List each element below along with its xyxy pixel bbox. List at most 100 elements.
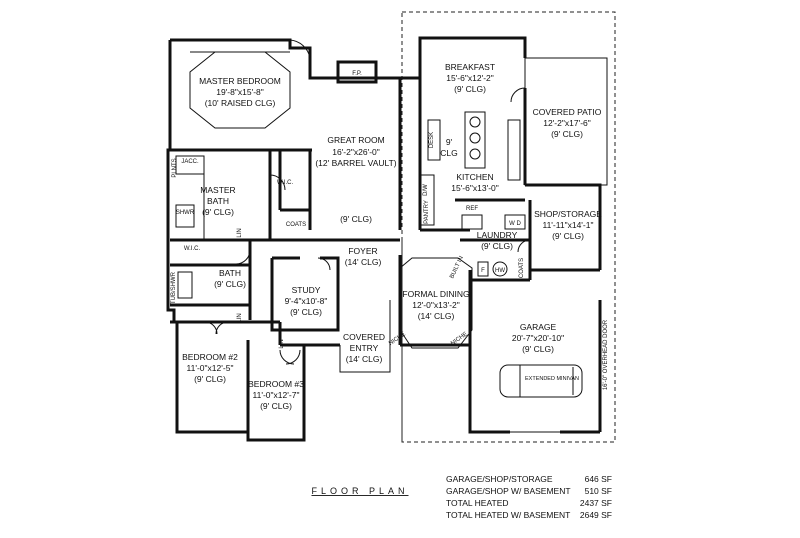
room-formal-dining: FORMAL DINING 12'-0"x13'-2" (14' CLG) (402, 289, 469, 321)
laundry-name: LAUNDRY (477, 230, 518, 240)
area-table: GARAGE/SHOP/STORAGE 646 SF GARAGE/SHOP W… (446, 474, 612, 520)
built-in-label: BUILT IN (449, 255, 465, 279)
room-covered-entry: COVERED ENTRY (14' CLG) (343, 332, 385, 364)
linen1-label: LIN (237, 228, 243, 237)
study-name: STUDY (292, 285, 321, 295)
wic-bath-label: W.I.C. (184, 246, 201, 252)
room-covered-patio: COVERED PATIO 12'-2"x17'-6" (9' CLG) (533, 107, 602, 139)
washer-dryer-label: W D (509, 221, 521, 227)
desk-label: DESK (429, 132, 435, 148)
breakfast-dims: 15'-6"x12'-2" (446, 73, 494, 83)
great-room-dims: 16'-2"x26'-0" (332, 147, 380, 157)
area-value-1: 510 SF (585, 486, 612, 496)
linen3-label: LIN (279, 339, 285, 348)
master-bath-clg: (9' CLG) (202, 207, 234, 217)
area-value-2: 2437 SF (580, 498, 612, 508)
formal-dining-name: FORMAL DINING (402, 289, 469, 299)
covered-patio-clg: (9' CLG) (551, 129, 583, 139)
covered-entry-name-a: COVERED (343, 332, 385, 342)
covered-entry-name-b: ENTRY (350, 343, 379, 353)
garage-dims: 20'-7"x20'-10" (512, 333, 564, 343)
study-dims: 9'-4"x10'-8" (285, 296, 328, 306)
room-bath: BATH (9' CLG) (214, 268, 246, 289)
exterior-walls (166, 36, 608, 442)
kitchen-dims: 15'-6"x13'-0" (451, 183, 499, 193)
kitchen-clg-a: 9' (446, 137, 453, 147)
room-foyer: FOYER (14' CLG) (345, 246, 382, 267)
formal-dining-dims: 12'-0"x13'-2" (412, 300, 460, 310)
coats-label: COATS (286, 222, 306, 228)
room-master-bedroom: MASTER BEDROOM 19'-8"x15'-8" (10' RAISED… (199, 76, 281, 108)
shower-label: SHWR (176, 210, 195, 216)
room-bedroom3: BEDROOM #3 11'-0"x12'-7" (9' CLG) (248, 379, 304, 411)
room-kitchen: 9' CLG KITCHEN 15'-6"x13'-0" (440, 137, 499, 193)
area-label-0: GARAGE/SHOP/STORAGE (446, 474, 553, 484)
shop-storage-name: SHOP/STORAGE (534, 209, 602, 219)
garage-clg: (9' CLG) (522, 344, 554, 354)
laundry-clg: (9' CLG) (481, 241, 513, 251)
drawing-title: FLOOR PLAN (311, 486, 408, 496)
wic-master-label: W.I.C. (277, 180, 294, 186)
great-room-name: GREAT ROOM (327, 135, 384, 145)
breakfast-name: BREAKFAST (445, 62, 495, 72)
room-master-bath: MASTER BATH (9' CLG) (200, 185, 235, 217)
overhead-door-label: 16'-0" OVERHEAD DOOR (603, 319, 609, 390)
garage-name: GARAGE (520, 322, 557, 332)
water-heater-label: HW (495, 268, 505, 274)
foyer-clg: (14' CLG) (345, 257, 382, 267)
area-label-1: GARAGE/SHOP W/ BASEMENT (446, 486, 571, 496)
bedroom3-clg: (9' CLG) (260, 401, 292, 411)
master-bedroom-name: MASTER BEDROOM (199, 76, 281, 86)
bedroom2-clg: (9' CLG) (194, 374, 226, 384)
covered-patio-dims: 12'-2"x17'-6" (543, 118, 591, 128)
room-shop-storage: SHOP/STORAGE 11'-11"x14'-1" (9' CLG) (534, 209, 602, 241)
master-bedroom-clg: (10' RAISED CLG) (205, 98, 276, 108)
room-breakfast: BREAKFAST 15'-6"x12'-2" (9' CLG) (445, 62, 495, 94)
minivan-label: EXTENDED MINIVAN (525, 376, 579, 382)
coats2-label: COATS (519, 258, 525, 278)
great-room-clg2: (9' CLG) (340, 214, 372, 224)
bedroom3-dims: 11'-0"x12'-7" (253, 390, 300, 400)
shop-storage-dims: 11'-11"x14'-1" (542, 220, 593, 230)
jacuzzi-label: JACC. (181, 159, 199, 165)
fireplace-label: F.P. (352, 71, 362, 77)
area-label-2: TOTAL HEATED (446, 498, 509, 508)
linen2-label: LIN (237, 313, 243, 322)
furnace-label: F (481, 268, 485, 274)
room-laundry: LAUNDRY (9' CLG) (477, 230, 518, 251)
area-value-3: 2649 SF (580, 510, 612, 520)
covered-entry-clg: (14' CLG) (346, 354, 383, 364)
master-bath-name-b: BATH (207, 196, 229, 206)
bedroom2-name: BEDROOM #2 (182, 352, 238, 362)
master-bedroom-dims: 19'-8"x15'-8" (216, 87, 264, 97)
room-study: STUDY 9'-4"x10'-8" (9' CLG) (285, 285, 328, 317)
area-label-3: TOTAL HEATED W/ BASEMENT (446, 510, 570, 520)
dishwasher-label: D/W (423, 184, 429, 196)
area-value-0: 646 SF (585, 474, 612, 484)
bedroom3-name: BEDROOM #3 (248, 379, 304, 389)
covered-patio-name: COVERED PATIO (533, 107, 602, 117)
study-clg: (9' CLG) (290, 307, 322, 317)
breakfast-clg: (9' CLG) (454, 84, 486, 94)
interior-walls (170, 51, 600, 432)
kitchen-name: KITCHEN (456, 172, 493, 182)
room-bedroom2: BEDROOM #2 11'-0"x12'-5" (9' CLG) (182, 352, 238, 384)
bath-name: BATH (219, 268, 241, 278)
formal-dining-clg: (14' CLG) (418, 311, 455, 321)
dashed-outlines (401, 11, 616, 443)
foyer-name: FOYER (348, 246, 377, 256)
minivan-drawing (499, 364, 583, 398)
great-room-clg: (12' BARREL VAULT) (315, 158, 396, 168)
bath-clg: (9' CLG) (214, 279, 246, 289)
pantry-label: PANTRY (424, 200, 430, 224)
tub-shower-label: TUB/SHWR (171, 271, 177, 304)
door-swings (204, 39, 560, 433)
kitchen-clg-b: CLG (440, 148, 457, 158)
master-bath-name-a: MASTER (200, 185, 235, 195)
plants-label: PLNTS (172, 158, 178, 177)
refrigerator-label: REF (466, 206, 478, 212)
bedroom2-dims: 11'-0"x12'-5" (187, 363, 234, 373)
room-great-room: GREAT ROOM 16'-2"x26'-0" (12' BARREL VAU… (315, 135, 396, 224)
